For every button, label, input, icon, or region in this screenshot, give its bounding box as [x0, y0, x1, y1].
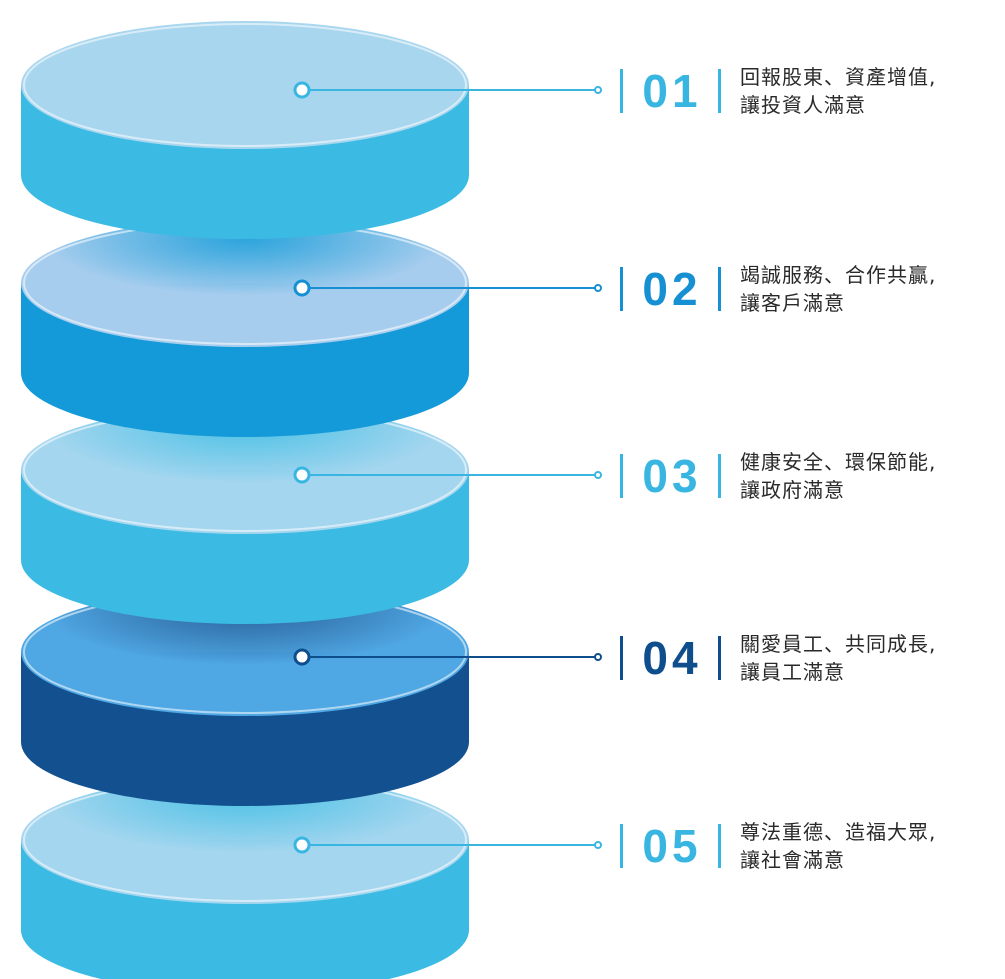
disc-layer-01 — [21, 21, 469, 239]
marker-dot-icon — [293, 466, 311, 484]
layer-number: 04 — [642, 632, 702, 684]
description-line-1: 回報股東、資產增值, — [740, 65, 937, 89]
divider-left — [620, 454, 623, 498]
end-dot-icon — [594, 86, 602, 94]
divider-right — [718, 267, 721, 311]
disc-layer-05 — [21, 776, 469, 979]
description-line-2: 讓投資人滿意 — [740, 93, 866, 117]
layer-number: 02 — [642, 263, 702, 315]
description-line-1: 尊法重德、造福大眾, — [740, 820, 937, 844]
layer-label-01: 01 回報股東、資產增值, 讓投資人滿意 — [620, 65, 1005, 149]
description-line-2: 讓政府滿意 — [740, 478, 845, 502]
connector-03 — [293, 466, 602, 484]
layer-number: 01 — [642, 65, 702, 117]
divider-left — [620, 267, 623, 311]
connector-05 — [293, 836, 602, 854]
end-dot-icon — [594, 284, 602, 292]
layer-description: 尊法重德、造福大眾, 讓社會滿意 — [740, 818, 936, 874]
marker-dot-icon — [293, 81, 311, 99]
layer-description: 關愛員工、共同成長, 讓員工滿意 — [740, 630, 936, 686]
divider-right — [718, 69, 721, 113]
marker-dot-icon — [293, 279, 311, 297]
disc-stack-diagram — [21, 21, 602, 979]
divider-right — [718, 824, 721, 868]
layer-description: 竭誠服務、合作共贏, 讓客戶滿意 — [740, 261, 936, 317]
layer-description: 回報股東、資產增值, 讓投資人滿意 — [740, 63, 936, 119]
divider-right — [718, 454, 721, 498]
divider-right — [718, 636, 721, 680]
disc-top — [21, 406, 469, 534]
disc-top — [21, 219, 469, 347]
description-line-2: 讓客戶滿意 — [740, 291, 845, 315]
layer-description: 健康安全、環保節能, 讓政府滿意 — [740, 448, 936, 504]
description-line-1: 關愛員工、共同成長, — [740, 632, 937, 656]
disc-layer-02 — [21, 219, 469, 437]
description-line-2: 讓員工滿意 — [740, 660, 845, 684]
divider-left — [620, 824, 623, 868]
layer-label-05: 05 尊法重德、造福大眾, 讓社會滿意 — [620, 820, 1005, 904]
disc-top — [21, 776, 469, 904]
end-dot-icon — [594, 841, 602, 849]
disc-layer-03 — [21, 406, 469, 624]
disc-rim — [23, 23, 467, 147]
layer-number: 05 — [642, 820, 702, 872]
layer-label-03: 03 健康安全、環保節能, 讓政府滿意 — [620, 450, 1005, 534]
divider-left — [620, 636, 623, 680]
connector-04 — [293, 648, 602, 666]
end-dot-icon — [594, 471, 602, 479]
layer-number: 03 — [642, 450, 702, 502]
description-line-1: 健康安全、環保節能, — [740, 450, 937, 474]
marker-dot-icon — [293, 648, 311, 666]
disc-top — [21, 588, 469, 716]
disc-layer-04 — [21, 588, 469, 806]
layer-label-04: 04 關愛員工、共同成長, 讓員工滿意 — [620, 632, 1005, 716]
end-dot-icon — [594, 653, 602, 661]
connector-02 — [293, 279, 602, 297]
divider-left — [620, 69, 623, 113]
description-line-2: 讓社會滿意 — [740, 848, 845, 872]
layer-label-02: 02 竭誠服務、合作共贏, 讓客戶滿意 — [620, 263, 1005, 347]
disc-top — [21, 21, 469, 149]
description-line-1: 竭誠服務、合作共贏, — [740, 263, 937, 287]
marker-dot-icon — [293, 836, 311, 854]
connector-01 — [293, 81, 602, 99]
